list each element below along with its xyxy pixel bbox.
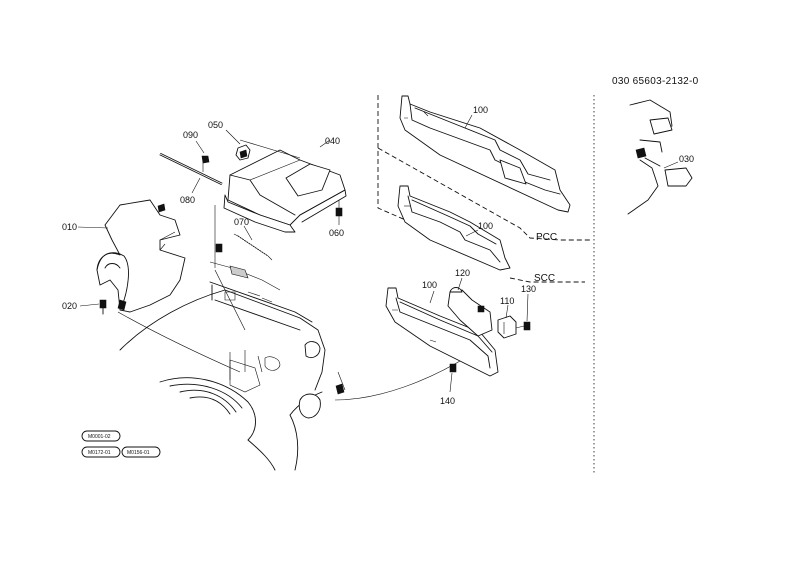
ref-tag-1: M0001-02 <box>88 434 111 440</box>
part-label-100-scc: 100 <box>422 280 437 290</box>
panel-100-pcc <box>399 95 571 213</box>
tractor-body-outline <box>119 281 346 471</box>
part-label-010: 010 <box>62 222 77 232</box>
grommet-050 <box>235 144 251 161</box>
bolt-060 <box>335 200 343 217</box>
ref-tag-3: M0156-01 <box>127 450 150 456</box>
part-label-110: 110 <box>500 296 514 306</box>
part-label-120: 120 <box>455 268 470 278</box>
variant-label-scc: SCC <box>534 273 555 284</box>
part-label-090: 090 <box>183 130 198 140</box>
bracket-120 <box>447 287 493 337</box>
screw-020 <box>99 299 127 315</box>
bracket-hardware <box>209 205 281 291</box>
latch-assembly-030 <box>627 99 693 215</box>
rod-080 <box>159 152 223 186</box>
part-label-100-pcc: 100 <box>473 105 488 115</box>
reference-tags: M0001-02 M0172-01 M0156-01 <box>81 430 161 458</box>
part-label-140: 140 <box>440 396 455 406</box>
part-label-100-mid: 100 <box>478 221 493 231</box>
ref-tag-2: M0172-01 <box>88 450 111 456</box>
link-lines <box>117 269 471 401</box>
part-label-020: 020 <box>62 301 77 311</box>
variant-separators <box>377 95 590 283</box>
latch-110 <box>497 315 517 339</box>
part-label-050: 050 <box>208 120 223 130</box>
panel-100-scc <box>385 287 499 377</box>
part-label-060: 060 <box>329 228 344 238</box>
variant-label-pcc: PCC <box>536 232 557 243</box>
clip-090 <box>201 155 210 172</box>
drawing-number: 030 65603-2132-0 <box>612 76 699 87</box>
part-label-130: 130 <box>521 284 536 294</box>
part-label-040: 040 <box>325 136 340 146</box>
part-label-080: 080 <box>180 195 195 205</box>
spring-070 <box>233 233 273 261</box>
part-label-030: 030 <box>679 154 694 164</box>
screw-140 <box>449 363 457 373</box>
screw-130 <box>515 321 531 331</box>
fender-cover-010 <box>96 199 186 313</box>
part-label-070: 070 <box>234 217 249 227</box>
cover-040 <box>223 149 347 233</box>
panel-100-mid <box>397 185 511 271</box>
